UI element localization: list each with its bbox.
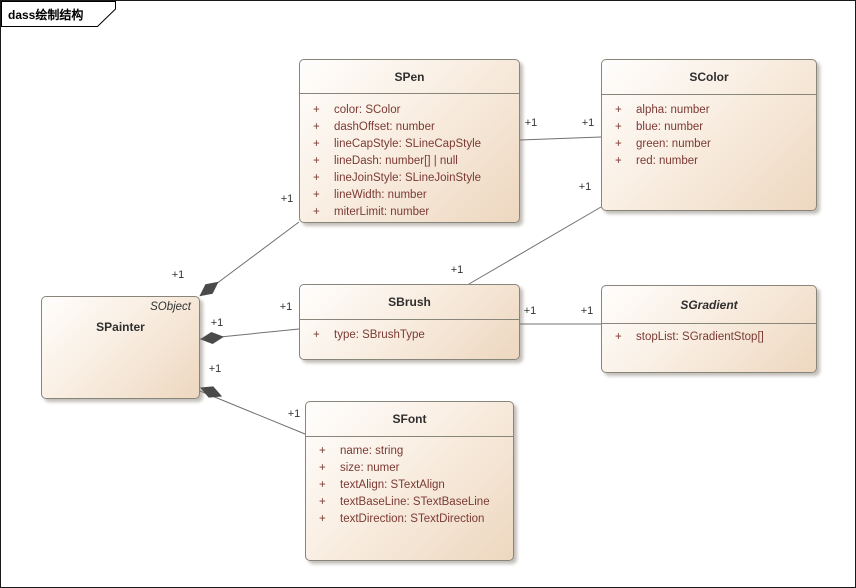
attribute-text: lineJoinStyle: SLineJoinStyle [334, 171, 482, 184]
attribute-text: textAlign: STextAlign [340, 478, 445, 491]
visibility-symbol: + [615, 120, 622, 133]
class-scolor-title: SColor [689, 70, 729, 84]
visibility-symbol: + [615, 154, 622, 167]
attribute-row: + lineCapStyle: SLineCapStyle [313, 135, 515, 152]
attribute-text: type: SBrushType [334, 328, 425, 341]
multiplicity-label: +1 [524, 117, 538, 129]
visibility-symbol: + [313, 188, 320, 201]
attribute-text: blue: number [636, 120, 704, 133]
visibility-symbol: + [313, 171, 320, 184]
attribute-row: + textBaseLine: STextBaseLine [319, 493, 509, 510]
class-sbrush-title: SBrush [388, 295, 431, 309]
multiplicity-label: +1 [523, 305, 537, 317]
class-spen-header: SPen [300, 60, 519, 94]
multiplicity-label: +1 [580, 305, 594, 317]
visibility-symbol: + [313, 137, 320, 150]
attribute-text: stopList: SGradientStop[] [636, 330, 764, 343]
class-sbrush-header: SBrush [300, 285, 519, 320]
visibility-symbol: + [313, 103, 320, 116]
attribute-row: + lineWidth: number [313, 186, 515, 203]
class-sbrush[interactable]: SBrush + type: SBrushType [299, 284, 520, 360]
class-spainter-title: SPainter [96, 320, 145, 334]
multiplicity-label: +1 [450, 264, 464, 276]
attribute-text: red: number [636, 154, 699, 167]
visibility-symbol: + [615, 137, 622, 150]
association-spen-scolor-line[interactable] [519, 136, 602, 141]
multiplicity-label: +1 [581, 117, 595, 129]
attribute-row: + miterLimit: number [313, 203, 515, 220]
attribute-row: + stopList: SGradientStop[] [615, 328, 812, 345]
class-scolor-attributes: + alpha: number + blue: number + green: numbe… [602, 95, 816, 169]
class-sgradient-title: SGradient [680, 297, 738, 312]
attribute-text: miterLimit: number [334, 205, 430, 218]
attribute-row: + textDirection: STextDirection [319, 510, 509, 527]
composition-spainter-spen-line[interactable] [199, 221, 300, 297]
visibility-symbol: + [319, 461, 326, 474]
multiplicity-label: +1 [280, 193, 294, 205]
composition-diamond-icon [199, 281, 219, 297]
attribute-text: alpha: number [636, 103, 710, 116]
class-spainter[interactable]: SObject SPainter [41, 296, 200, 399]
attribute-row: + lineDash: number[] | null [313, 152, 515, 169]
attribute-text: color: SColor [334, 103, 401, 116]
attribute-row: + size: numer [319, 459, 509, 476]
class-sfont[interactable]: SFont + name: string + size: numer + textAlig… [305, 401, 514, 561]
class-spen-title: SPen [394, 69, 425, 84]
class-spen[interactable]: SPen + color: SColor + dashOffset: number + l… [299, 59, 520, 223]
composition-diamond-icon [199, 386, 223, 398]
visibility-symbol: + [319, 444, 326, 457]
visibility-symbol: + [319, 495, 326, 508]
class-sfont-title: SFont [392, 412, 427, 426]
class-sbrush-attributes: + type: SBrushType [300, 320, 519, 343]
attribute-text: name: string [340, 444, 404, 457]
class-spen-attributes: + color: SColor + dashOffset: number + lineCa… [300, 94, 519, 220]
visibility-symbol: + [313, 328, 320, 341]
attribute-text: size: numer [340, 461, 400, 474]
multiplicity-label: +1 [578, 181, 592, 193]
visibility-symbol: + [615, 330, 622, 343]
attribute-text: lineCapStyle: SLineCapStyle [334, 137, 482, 150]
attribute-row: + lineJoinStyle: SLineJoinStyle [313, 169, 515, 186]
visibility-symbol: + [319, 512, 326, 525]
visibility-symbol: + [313, 154, 320, 167]
multiplicity-label: +1 [279, 301, 293, 313]
class-sgradient[interactable]: SGradient + stopList: SGradientStop[] [601, 285, 817, 373]
visibility-symbol: + [615, 103, 622, 116]
composition-diamond-icon [200, 332, 224, 344]
visibility-symbol: + [313, 120, 320, 133]
class-sgradient-attributes: + stopList: SGradientStop[] [602, 324, 816, 345]
frame-title: dass绘制结构 [8, 8, 84, 22]
class-sgradient-header: SGradient [602, 286, 816, 324]
attribute-row: + color: SColor [313, 101, 515, 118]
attribute-row: + name: string [319, 442, 509, 459]
multiplicity-label: +1 [210, 317, 224, 329]
class-scolor[interactable]: SColor + alpha: number + blue: number + green… [601, 59, 817, 211]
attribute-text: lineWidth: number [334, 188, 427, 201]
attribute-row: + dashOffset: number [313, 118, 515, 135]
attribute-row: + green: number [615, 135, 812, 152]
attribute-row: + type: SBrushType [313, 326, 515, 343]
attribute-text: green: number [636, 137, 711, 150]
attribute-row: + textAlign: STextAlign [319, 476, 509, 493]
multiplicity-label: +1 [171, 269, 185, 281]
attribute-text: lineDash: number[] | null [334, 154, 458, 167]
attribute-row: + red: number [615, 152, 812, 169]
multiplicity-label: +1 [208, 363, 222, 375]
composition-spainter-sbrush-line[interactable] [199, 328, 300, 340]
class-sfont-attributes: + name: string + size: numer + textAlign: STe… [306, 437, 513, 527]
attribute-text: dashOffset: number [334, 120, 435, 133]
attribute-row: + alpha: number [615, 101, 812, 118]
class-scolor-header: SColor [602, 60, 816, 95]
class-sfont-header: SFont [306, 402, 513, 437]
visibility-symbol: + [313, 205, 320, 218]
attribute-text: textDirection: STextDirection [340, 512, 485, 525]
attribute-text: textBaseLine: STextBaseLine [340, 495, 490, 508]
visibility-symbol: + [319, 478, 326, 491]
multiplicity-label: +1 [287, 408, 301, 420]
attribute-row: + blue: number [615, 118, 812, 135]
class-spainter-stereotype: SObject [150, 301, 191, 313]
